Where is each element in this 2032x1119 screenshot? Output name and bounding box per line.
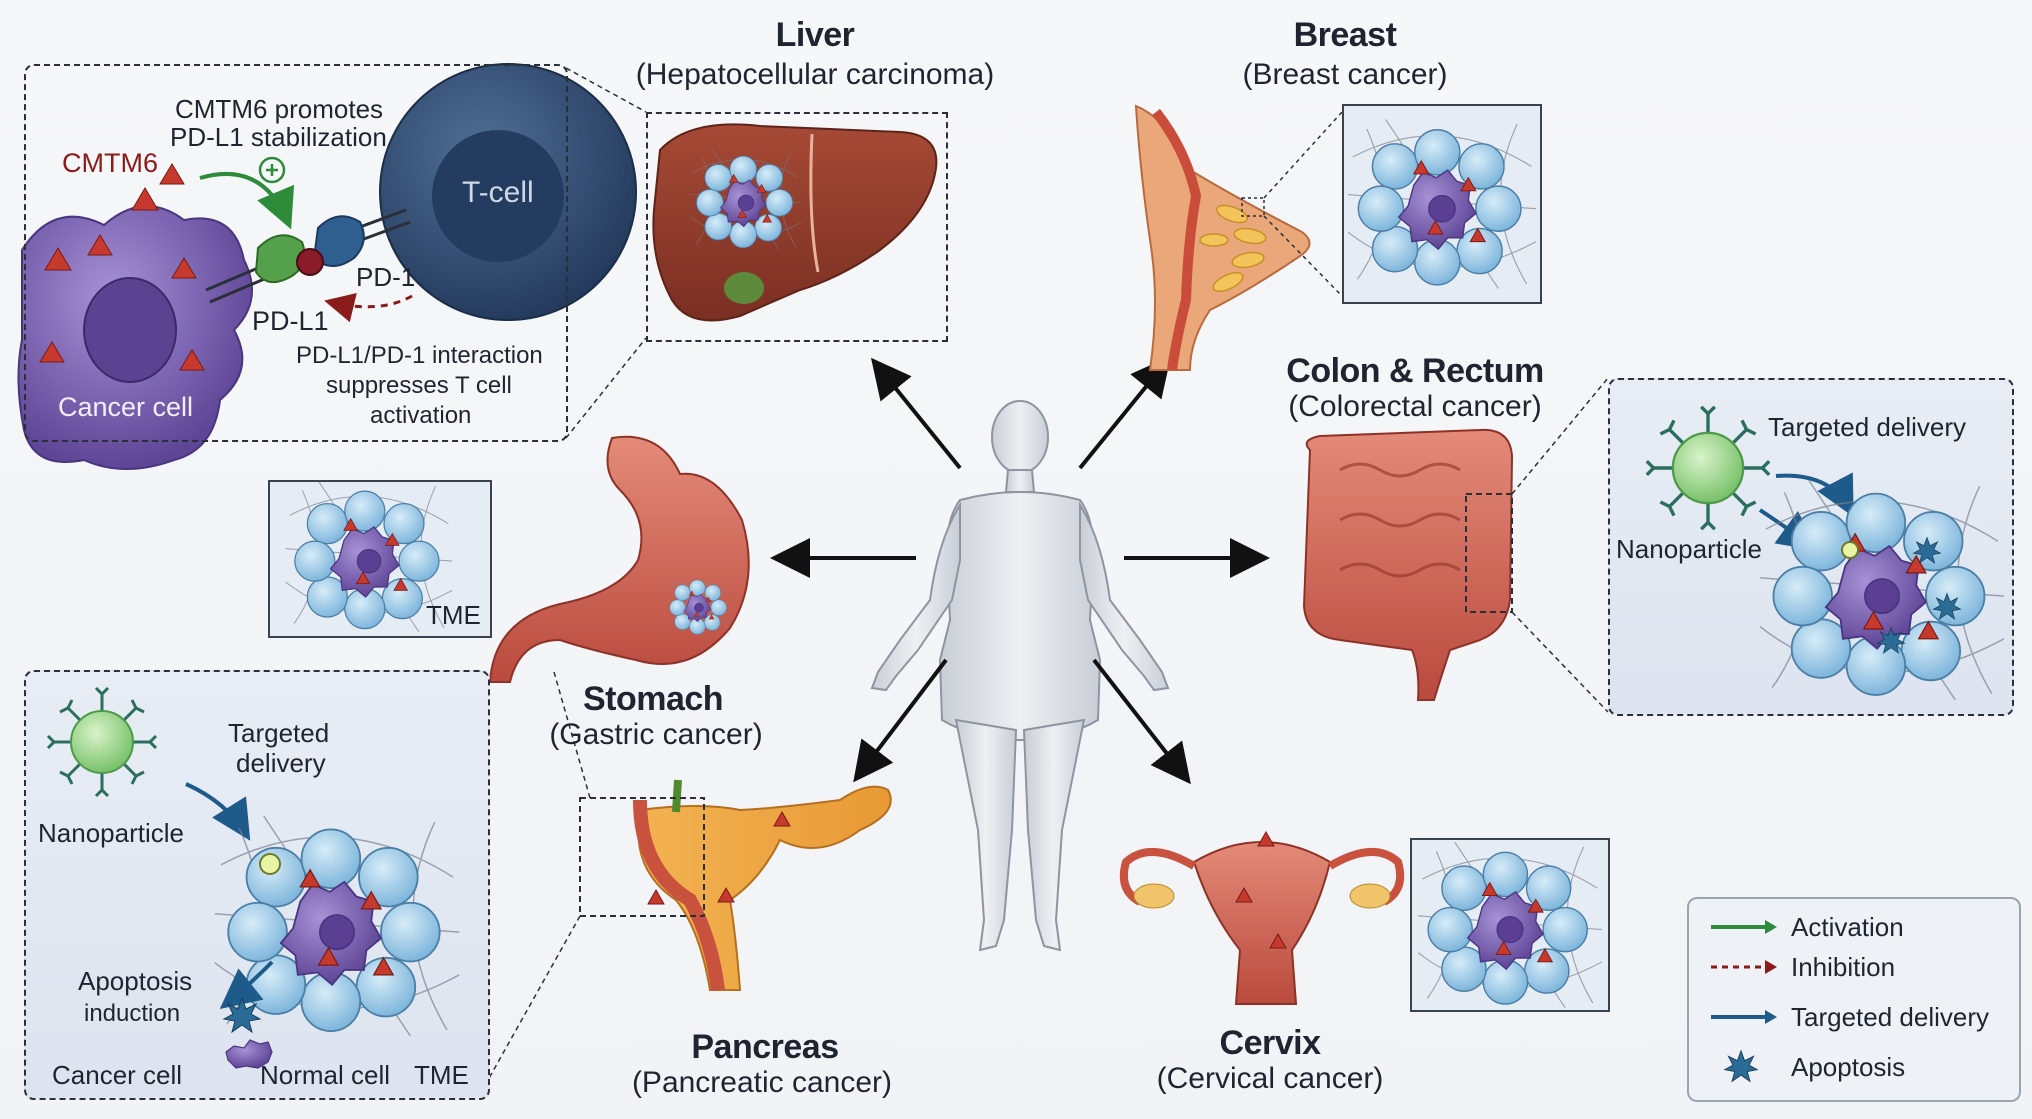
tme-thumb-label: TME bbox=[426, 600, 481, 630]
stomach-title: Stomach bbox=[582, 680, 724, 718]
legend-label-inhibition: Inhibition bbox=[1791, 951, 1896, 982]
promotes-line1: CMTM6 promotes bbox=[175, 94, 384, 124]
left-targeted-line2: delivery bbox=[236, 748, 326, 778]
pancreas-subtitle: (Pancreatic cancer) bbox=[631, 1066, 893, 1099]
liver-zoom-frame bbox=[646, 112, 948, 342]
breast-tumor-cluster bbox=[1348, 118, 1536, 290]
stomach-subtitle: (Gastric cancer) bbox=[549, 718, 763, 751]
delivery-panel-right: Targeted delivery Nanoparticle bbox=[1608, 378, 2014, 716]
apoptosis-line1: Apoptosis bbox=[78, 966, 193, 996]
breast-artwork bbox=[1134, 104, 1343, 371]
legend: Activation Inhibition Targeted delivery … bbox=[1687, 897, 2021, 1102]
stomach-artwork bbox=[488, 435, 750, 799]
delivery-left-artwork bbox=[46, 686, 461, 1069]
left-tme-label: TME bbox=[414, 1060, 469, 1090]
liver-artwork bbox=[652, 123, 938, 322]
organ-arrows bbox=[770, 355, 1270, 785]
cmtm6-label: CMTM6 bbox=[62, 148, 158, 178]
interaction-line3: activation bbox=[370, 402, 472, 429]
tme-thumbnail: TME bbox=[268, 480, 492, 638]
interaction-line2: suppresses T cell bbox=[326, 372, 512, 399]
delivery-panel-left: Targeted delivery Nanoparticle Apoptosis… bbox=[24, 670, 490, 1100]
legend-item-activation: Activation bbox=[1709, 909, 1904, 945]
left-nanoparticle-label: Nanoparticle bbox=[38, 818, 184, 848]
left-targeted-line1: Targeted bbox=[228, 718, 330, 748]
cervix-title: Cervix bbox=[1219, 1024, 1321, 1062]
liver-subtitle: (Hepatocellular carcinoma) bbox=[635, 58, 995, 91]
targeted-delivery-arrow-icon bbox=[1711, 1010, 1777, 1024]
pd1-label: PD-1 bbox=[356, 262, 416, 292]
left-normal-cell-label: Normal cell bbox=[260, 1060, 391, 1090]
breast-tme-thumbnail bbox=[1342, 104, 1542, 304]
promotes-line2: PD-L1 stabilization bbox=[170, 122, 387, 152]
tcell-label: T-cell bbox=[462, 176, 534, 209]
colon-subtitle: (Colorectal cancer) bbox=[1288, 390, 1542, 423]
apoptosis-icon bbox=[1724, 1050, 1758, 1082]
cervix-subtitle: (Cervical cancer) bbox=[1156, 1062, 1384, 1095]
colon-artwork bbox=[1302, 377, 1609, 713]
pdl1-label: PD-L1 bbox=[252, 306, 329, 336]
legend-label-targeted-delivery: Targeted delivery bbox=[1791, 1001, 1989, 1032]
legend-item-apoptosis: Apoptosis bbox=[1709, 1049, 1905, 1085]
mechanism-artwork bbox=[17, 63, 637, 470]
cervix-tme-thumbnail bbox=[1410, 838, 1610, 1012]
right-nanoparticle-label: Nanoparticle bbox=[1616, 534, 1762, 564]
right-targeted-label: Targeted delivery bbox=[1768, 412, 1966, 442]
breast-title: Breast bbox=[1293, 16, 1397, 54]
legend-item-inhibition: Inhibition bbox=[1709, 949, 1895, 985]
human-figure bbox=[870, 400, 1170, 952]
colon-title: Colon & Rectum bbox=[1286, 352, 1544, 390]
apoptosis-line2: induction bbox=[84, 1000, 181, 1027]
interaction-line1: PD-L1/PD-1 interaction bbox=[296, 342, 543, 369]
activation-arrow-icon bbox=[1711, 920, 1777, 934]
breast-subtitle: (Breast cancer) bbox=[1242, 58, 1448, 91]
pancreas-artwork bbox=[487, 779, 892, 1081]
liver-title: Liver bbox=[775, 16, 855, 54]
pancreas-title: Pancreas bbox=[691, 1028, 839, 1066]
inhibition-arrow-icon bbox=[1711, 960, 1777, 974]
legend-label-activation: Activation bbox=[1791, 911, 1904, 942]
legend-label-apoptosis: Apoptosis bbox=[1791, 1051, 1906, 1082]
mechanism-cancer-cell-label: Cancer cell bbox=[58, 392, 194, 422]
delivery-right-artwork bbox=[1645, 405, 2004, 700]
cervix-artwork bbox=[1119, 830, 1405, 1005]
legend-item-targeted-delivery: Targeted delivery bbox=[1709, 999, 1989, 1035]
cervix-tumor-cluster bbox=[1418, 842, 1602, 1008]
mechanism-panel bbox=[24, 64, 568, 442]
left-cancer-cell-label: Cancer cell bbox=[52, 1060, 183, 1090]
